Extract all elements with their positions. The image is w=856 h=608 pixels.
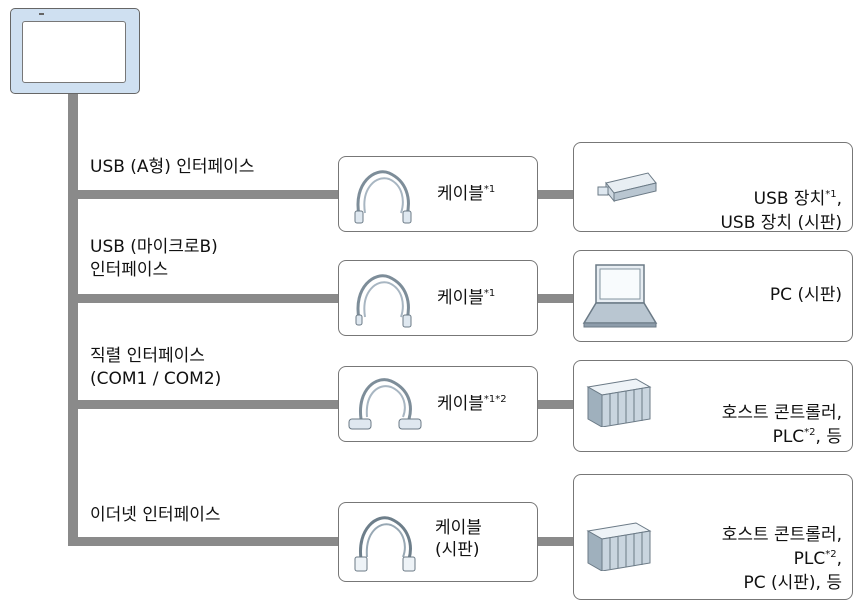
- cable-box-usb-a: 케이블*1: [338, 156, 538, 232]
- device-line1: 호스트 콘트롤러,: [721, 525, 842, 545]
- plc-icon: [586, 378, 652, 427]
- usb-micro-cable-icon: [355, 274, 412, 328]
- serial-cable-icon: [348, 378, 422, 430]
- device-footnote: *2: [825, 549, 837, 560]
- link-line-2: [538, 294, 574, 303]
- usb-cable-icon: [354, 170, 412, 224]
- ethernet-cable-icon: [354, 516, 416, 572]
- device-footnote: *2: [804, 427, 816, 438]
- branch-line-serial: [68, 400, 340, 409]
- device-label: USB 장치*1, USB 장치 (시판): [720, 163, 842, 235]
- hmi-screen: [22, 21, 126, 83]
- cable-box-serial: 케이블*1*2: [338, 366, 538, 442]
- laptop-icon: [582, 264, 658, 328]
- cable-label: 케이블*1*2: [437, 393, 507, 415]
- cable-box-ethernet: 케이블 (시판): [338, 502, 538, 582]
- cable-label: 케이블*1: [437, 183, 495, 205]
- interface-label-usb-a: USB (A형) 인터페이스: [90, 157, 255, 177]
- device-box-usb: USB 장치*1, USB 장치 (시판): [573, 142, 853, 235]
- cable-label-text: 케이블: [437, 394, 484, 414]
- cable-label: 케이블*1: [437, 287, 495, 309]
- trunk-line: [68, 94, 78, 546]
- branch-line-usb-a: [68, 190, 340, 199]
- interface-label-serial: 직렬 인터페이스 (COM1 / COM2): [90, 346, 222, 389]
- device-comma: ,: [836, 189, 842, 209]
- device-line2: PLC: [772, 427, 805, 447]
- link-line-3: [538, 400, 574, 409]
- interface-label-ethernet: 이더넷 인터페이스: [90, 505, 221, 525]
- device-line2: PLC: [793, 549, 826, 569]
- cable-footnote: *1: [483, 184, 496, 195]
- device-tail: ,: [836, 549, 842, 569]
- device-box-pc: PC (시판): [573, 250, 853, 342]
- device-label: 호스트 콘트롤러, PLC*2, 등: [722, 377, 842, 449]
- plc-icon: [586, 522, 652, 571]
- device-line2: USB 장치 (시판): [720, 213, 842, 233]
- branch-line-ethernet: [68, 537, 340, 546]
- panel-indicator: [39, 13, 44, 15]
- cable-label: 케이블 (시판): [435, 518, 482, 560]
- cable-footnote: *1*2: [483, 394, 507, 405]
- device-footnote: *1: [825, 189, 837, 200]
- device-label: 호스트 콘트롤러, PLC*2, PC (시판), 등: [722, 499, 842, 595]
- cable-label-text: 케이블: [437, 184, 484, 204]
- device-tail: , 등: [815, 427, 842, 447]
- cable-box-usb-micro: 케이블*1: [338, 260, 538, 336]
- device-line1: USB 장치: [753, 189, 826, 209]
- device-label: PC (시판): [769, 285, 842, 305]
- link-line-1: [538, 190, 574, 199]
- interface-label-usb-micro: USB (마이크로B) 인터페이스: [90, 237, 218, 280]
- device-box-controller: 호스트 콘트롤러, PLC*2, 등: [573, 360, 853, 452]
- cable-footnote: *1: [483, 288, 496, 299]
- device-line3: PC (시판), 등: [743, 573, 842, 593]
- branch-line-usb-micro: [68, 294, 340, 303]
- cable-label-text: 케이블: [437, 288, 484, 308]
- device-line1: 호스트 콘트롤러,: [721, 403, 842, 423]
- usb-drive-icon: [597, 172, 657, 203]
- link-line-4: [538, 537, 574, 546]
- device-box-ethernet: 호스트 콘트롤러, PLC*2, PC (시판), 등: [573, 474, 853, 600]
